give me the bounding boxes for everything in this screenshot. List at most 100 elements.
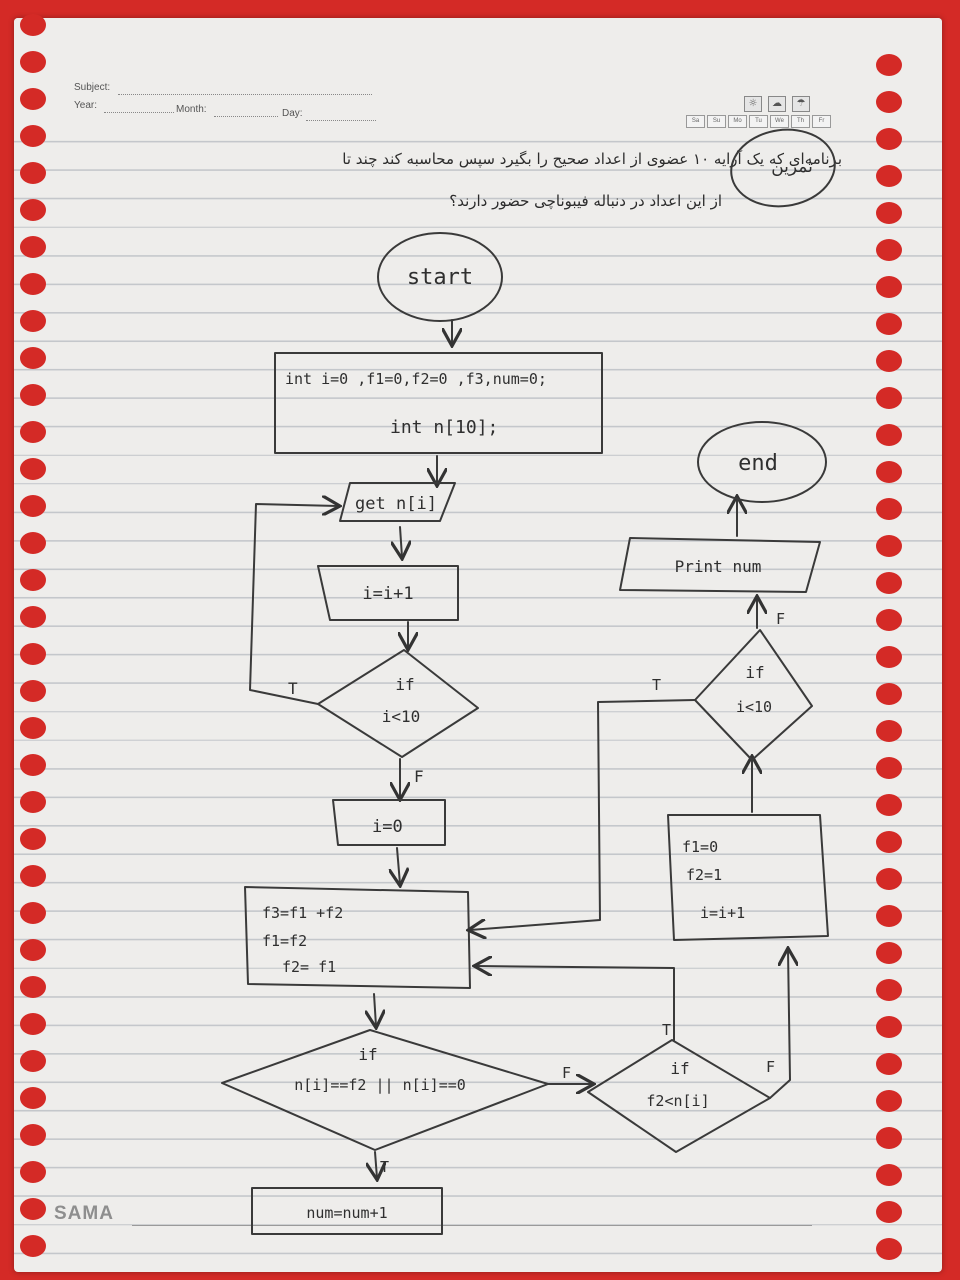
fib-text-3: f2= f1: [282, 958, 336, 976]
input-text: get n[i]: [355, 494, 437, 514]
cond3-true-label: T: [662, 1021, 671, 1039]
weekday-box: Tu: [749, 115, 768, 128]
reset-text-1: f1=0: [682, 838, 718, 856]
init-text-2: int n[10];: [390, 417, 498, 438]
binder-hole: [876, 387, 902, 409]
problem-line-2: از این اعداد در دنباله فیبوناچی حضور دار…: [449, 192, 722, 210]
fib-text-1: f3=f1 +f2: [262, 904, 343, 922]
binder-hole: [20, 569, 46, 591]
binder-hole: [876, 424, 902, 446]
binder-hole: [876, 609, 902, 631]
rain-icon: ☂: [792, 96, 810, 112]
end-terminal: [697, 421, 827, 503]
cond1-false-label: F: [414, 767, 424, 786]
binder-hole: [876, 276, 902, 298]
cond3-expr: f2<n[i]: [646, 1092, 709, 1110]
month-line: [214, 116, 278, 117]
weather-icons: ☼ ☁ ☂: [744, 96, 816, 112]
cond2-false-label: F: [562, 1064, 571, 1082]
subject-line: [118, 94, 372, 95]
binder-hole: [20, 976, 46, 998]
weekday-box: Sa: [686, 115, 705, 128]
binder-hole: [876, 239, 902, 261]
binder-hole: [20, 199, 46, 221]
cond4-true-label: T: [652, 676, 661, 694]
binder-hole: [20, 458, 46, 480]
weekday-box: Mo: [728, 115, 747, 128]
binder-hole: [876, 794, 902, 816]
binder-hole: [20, 125, 46, 147]
binder-hole: [20, 236, 46, 258]
binder-hole: [20, 347, 46, 369]
subject-label: Subject:: [74, 82, 111, 93]
binder-hole: [876, 91, 902, 113]
count-text: num=num+1: [306, 1204, 387, 1222]
cond2-expr: n[i]==f2 || n[i]==0: [294, 1076, 466, 1094]
binder-hole: [876, 1053, 902, 1075]
weekday-box: Th: [791, 115, 810, 128]
page-header: [14, 18, 942, 126]
cond3-false-label: F: [766, 1058, 775, 1076]
binder-hole: [876, 535, 902, 557]
fib-text-2: f1=f2: [262, 932, 307, 950]
binder-hole: [876, 313, 902, 335]
arrow-cond2-true: [375, 1151, 377, 1178]
binder-hole: [876, 1164, 902, 1186]
binder-hole: [876, 128, 902, 150]
increment-box-1: [317, 565, 459, 621]
cond3-false-path: [769, 950, 790, 1099]
binder-hole: [876, 1127, 902, 1149]
cloud-icon: ☁: [768, 96, 786, 112]
binder-hole: [876, 461, 902, 483]
binder-hole: [20, 828, 46, 850]
sun-icon: ☼: [744, 96, 762, 112]
binder-hole: [876, 757, 902, 779]
reset-process-box: [667, 814, 829, 941]
binder-hole: [876, 498, 902, 520]
binder-hole: [20, 1050, 46, 1072]
binder-hole: [20, 310, 46, 332]
reset-text-2: f2=1: [686, 866, 722, 884]
reset-text-3: i=i+1: [700, 904, 745, 922]
start-terminal: [377, 232, 503, 322]
binder-hole: [876, 868, 902, 890]
binder-hole: [20, 532, 46, 554]
cond1-true-loop: [249, 504, 338, 705]
binder-hole: [876, 905, 902, 927]
cond3-if: if: [670, 1059, 689, 1078]
binder-hole: [876, 54, 902, 76]
day-label: Day:: [282, 108, 303, 119]
binder-hole: [876, 202, 902, 224]
cond4-true-loop: [470, 699, 696, 930]
binder-hole: [20, 1198, 46, 1220]
footer-line: [132, 1225, 812, 1226]
binder-hole: [20, 384, 46, 406]
weekday-box: Fr: [812, 115, 831, 128]
input-parallelogram: [339, 482, 456, 522]
binder-hole: [876, 1238, 902, 1260]
exercise-badge-ellipse: [730, 128, 836, 208]
problem-line-1: برنامه‌ای که یک آرایه ۱۰ عضوی از اعداد ص…: [342, 150, 842, 168]
binder-hole: [20, 865, 46, 887]
cond2-true-label: T: [380, 1158, 389, 1176]
binder-hole: [20, 14, 46, 36]
binder-hole: [876, 165, 902, 187]
init-process-box: [274, 352, 603, 454]
arrow-input-increment: [400, 526, 402, 557]
weekday-boxes: Sa Su Mo Tu We Th Fr: [686, 115, 833, 128]
binder-hole: [20, 1124, 46, 1146]
arrow-reseti-fib: [397, 847, 400, 884]
init-text-1: int i=0 ,f1=0,f2=0 ,f3,num=0;: [285, 370, 547, 388]
cond4-false-label: F: [776, 610, 785, 628]
cond4-if: if: [745, 663, 764, 682]
increment-text-1: i=i+1: [362, 584, 413, 604]
cond3-true-loop: [476, 966, 675, 1041]
reset-i-text: i=0: [372, 817, 403, 837]
binder-hole: [20, 1235, 46, 1257]
cond1-if: if: [395, 675, 414, 694]
binder-hole: [876, 942, 902, 964]
count-box: [251, 1187, 443, 1235]
binder-hole: [20, 717, 46, 739]
binder-hole: [20, 421, 46, 443]
